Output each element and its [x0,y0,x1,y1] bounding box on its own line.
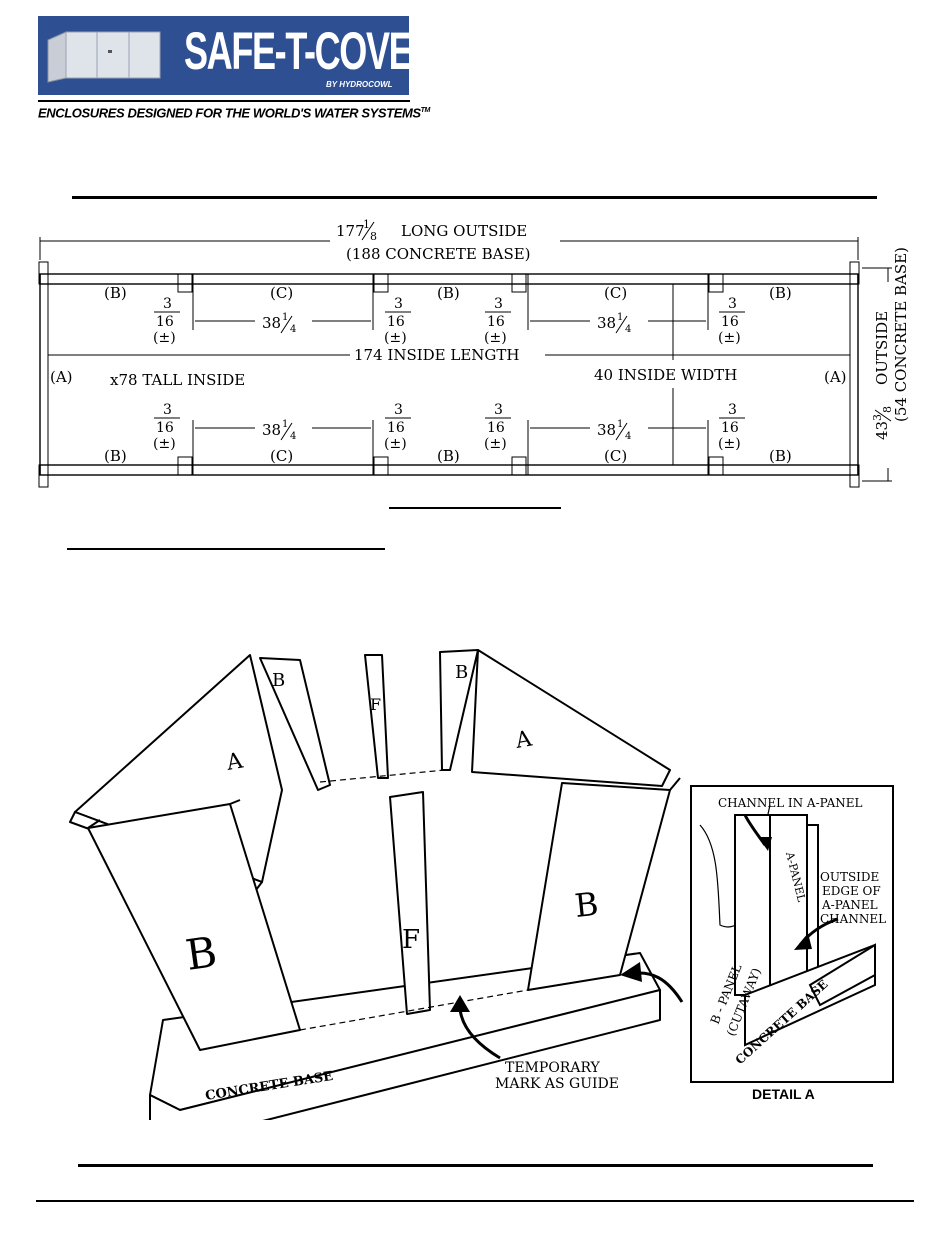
footer-rule [36,1200,914,1202]
span-numerator: 1 [282,419,288,430]
concrete-base-front [149,989,661,1120]
gap-numerator: 3 [163,296,172,312]
outside-edge-line4: CHANNEL [820,912,886,926]
fraction-denominator: 8 [370,230,377,243]
gap-denominator: 16 [156,420,174,436]
panel-b-label: B [573,885,600,925]
gap-denominator: 16 [721,314,739,330]
channel-label: CHANNEL IN A-PANEL [718,796,863,810]
panel-a-label: A [513,726,535,754]
gap-tolerance: (±) [384,330,407,346]
gap-numerator: 3 [728,402,737,418]
span-denominator: 4 [290,324,296,335]
gap-tolerance: (±) [484,330,507,346]
span-whole: 38 [262,314,281,332]
width-fraction-denominator: 8 [881,406,894,413]
gap-tolerance: (±) [384,436,407,452]
panel-b-back-left [259,657,331,791]
panel-b-label: (B) [769,284,792,302]
panel-b-right [527,782,671,991]
brand-tagline: ENCLOSURES DESIGNED FOR THE WORLD'S WATE… [38,100,430,121]
gap-denominator: 16 [387,314,405,330]
top-rule [72,196,877,199]
fraction-numerator: 1 [363,218,370,231]
span-denominator: 4 [625,324,631,335]
overall-width-whole: 43 [873,421,891,440]
panel-b-label: B [272,670,285,691]
span-denominator: 4 [625,431,631,442]
brand-byline: BY HYDROCOWL [326,80,393,89]
panel-f-middle [389,791,431,1015]
panel-f-label: F [402,925,420,955]
outside-edge-line2: EDGE OF [822,884,881,898]
detail-a-title: DETAIL A [752,1086,815,1102]
overall-width-label: OUTSIDE [873,311,891,385]
lower-rule [78,1164,873,1167]
panel-f-back [364,654,389,779]
gap-denominator: 16 [487,314,505,330]
panel-c-label: (C) [604,284,627,302]
gap-numerator: 3 [494,296,503,312]
panel-b-label: B [455,662,468,683]
safe-t-cover-logo: SAFE-T-COVER ® [38,16,409,95]
gap-tolerance: (±) [484,436,507,452]
temporary-mark-note-line2: MARK AS GUIDE [495,1076,619,1092]
panel-c-label: (C) [270,447,293,465]
base-width-label: (54 CONCRETE BASE) [892,247,910,422]
panel-a-right [471,649,671,787]
gap-numerator: 3 [494,402,503,418]
gap-tolerance: (±) [153,330,176,346]
gap-tolerance: (±) [718,436,741,452]
span-whole: 38 [597,314,616,332]
section-heading-rule [67,548,385,550]
inside-height-label: x78 TALL INSIDE [110,371,245,389]
span-numerator: 1 [617,312,623,323]
panel-b-label: (B) [437,447,460,465]
panel-b-back-right [439,649,479,771]
outside-edge-line1: OUTSIDE [820,870,879,884]
panel-b-label: B [183,927,220,980]
enclosure-cabinet-icon [47,31,161,83]
gap-denominator: 16 [387,420,405,436]
panel-b-label: (B) [437,284,460,302]
span-whole: 38 [597,421,616,439]
gap-tolerance: (±) [153,436,176,452]
trademark-symbol: TM [420,107,431,114]
gap-denominator: 16 [721,420,739,436]
tagline-text: ENCLOSURES DESIGNED FOR THE WORLD'S WATE… [38,105,421,121]
width-fraction-numerator: 3 [871,414,884,421]
detail-a-drawing: CHANNEL IN A-PANEL A-PANEL OUTSIDE EDGE … [690,785,894,1083]
gap-numerator: 3 [163,402,172,418]
inside-width-label: 40 INSIDE WIDTH [594,366,737,384]
panel-b-label: (B) [769,447,792,465]
assembly-drawing: B B F A A B B F CONCRETE BASE TEMPORARY … [69,649,684,1120]
panel-a-left-label: (A) [50,368,73,386]
gap-numerator: 3 [394,402,403,418]
gap-denominator: 16 [156,314,174,330]
base-length-label: (188 CONCRETE BASE) [346,245,531,263]
panel-a-right-label: (A) [824,368,847,386]
plan-view-drawing: 177 LONG OUTSIDE (188 CONCRETE BASE) 174… [38,218,910,488]
plan-caption-rule [389,507,561,509]
span-whole: 38 [262,421,281,439]
panel-b-label: (B) [104,284,127,302]
panel-a-label: A [224,748,246,776]
panel-c-label: (C) [604,447,627,465]
span-numerator: 1 [617,419,623,430]
overall-length-whole: 177 [336,222,365,240]
gap-tolerance: (±) [718,330,741,346]
gap-numerator: 3 [394,296,403,312]
temporary-mark-note-line1: TEMPORARY [505,1060,601,1076]
span-numerator: 1 [282,312,288,323]
outside-edge-line3: A-PANEL [821,898,878,912]
panel-b-label: (B) [104,447,127,465]
brand-name: SAFE-T-COVER [184,22,409,81]
panel-f-label: F [370,695,381,714]
panel-c-label: (C) [270,284,293,302]
span-denominator: 4 [290,431,296,442]
gap-denominator: 16 [487,420,505,436]
overall-length-label: LONG OUTSIDE [401,222,527,240]
inside-length-label: 174 INSIDE LENGTH [354,346,520,364]
gap-numerator: 3 [728,296,737,312]
